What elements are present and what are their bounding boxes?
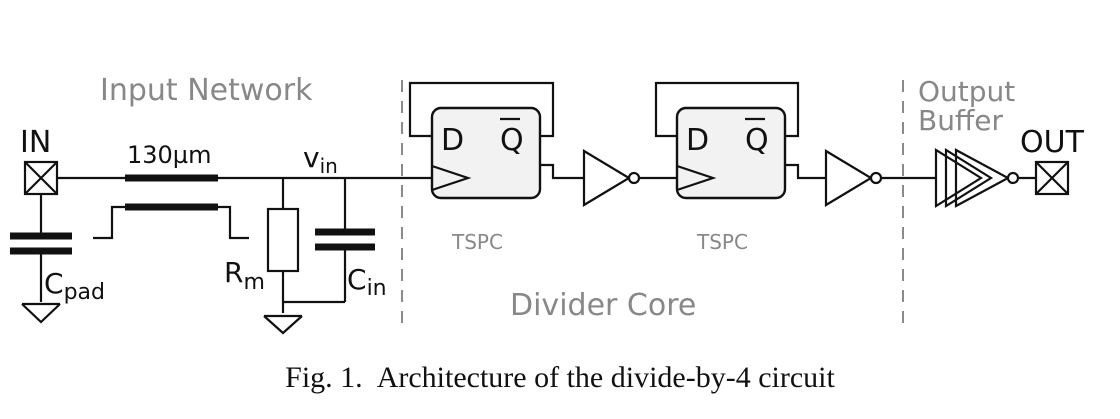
- ff2-d-label: D: [686, 123, 709, 158]
- tspc-flipflop-2: D Q: [675, 106, 787, 200]
- transmission-line-length: 130µm: [127, 141, 211, 169]
- input-network-label: Input Network: [100, 73, 313, 108]
- inverter-2: [824, 149, 883, 207]
- ff1-d-label: D: [441, 123, 464, 158]
- ff2-feedback-wire: [654, 81, 800, 138]
- ff1-out-wire: [540, 163, 584, 180]
- tspc-flipflop-1: D Q: [430, 106, 542, 200]
- transmission-line-ground: [93, 203, 249, 240]
- output-buffer-label-1: Output: [918, 75, 1015, 108]
- cin-capacitor: [283, 178, 375, 304]
- inverter-1: [582, 149, 641, 207]
- input-pad-icon: [23, 160, 59, 196]
- ff2-qbar-label: Q: [745, 123, 769, 158]
- cpad-label: Cpad: [44, 267, 105, 305]
- figure-caption: Fig. 1.Architecture of the divide-by-4 c…: [285, 361, 835, 394]
- ff1-feedback-wire: [408, 81, 555, 138]
- rm-label: Rm: [224, 256, 265, 295]
- ff1-qbar-label: Q: [500, 123, 524, 158]
- cpad-capacitor: [10, 194, 72, 302]
- output-pad-icon: [1034, 160, 1070, 196]
- ff2-out-wire: [785, 163, 826, 180]
- cin-label: Cin: [347, 263, 387, 301]
- output-buffer-label-2: Buffer: [918, 104, 1003, 137]
- ff2-type-label: TSPC: [696, 230, 748, 254]
- ground-icon: [263, 314, 303, 335]
- rm-resistor: [266, 178, 300, 313]
- ground-icon: [21, 302, 61, 324]
- ff1-type-label: TSPC: [451, 230, 503, 254]
- vin-node-label: vin: [303, 141, 338, 178]
- divider-core-label: Divider Core: [510, 288, 696, 323]
- in-port-label: IN: [20, 125, 51, 160]
- output-buffer: [934, 148, 1020, 208]
- out-port-label: OUT: [1020, 125, 1085, 160]
